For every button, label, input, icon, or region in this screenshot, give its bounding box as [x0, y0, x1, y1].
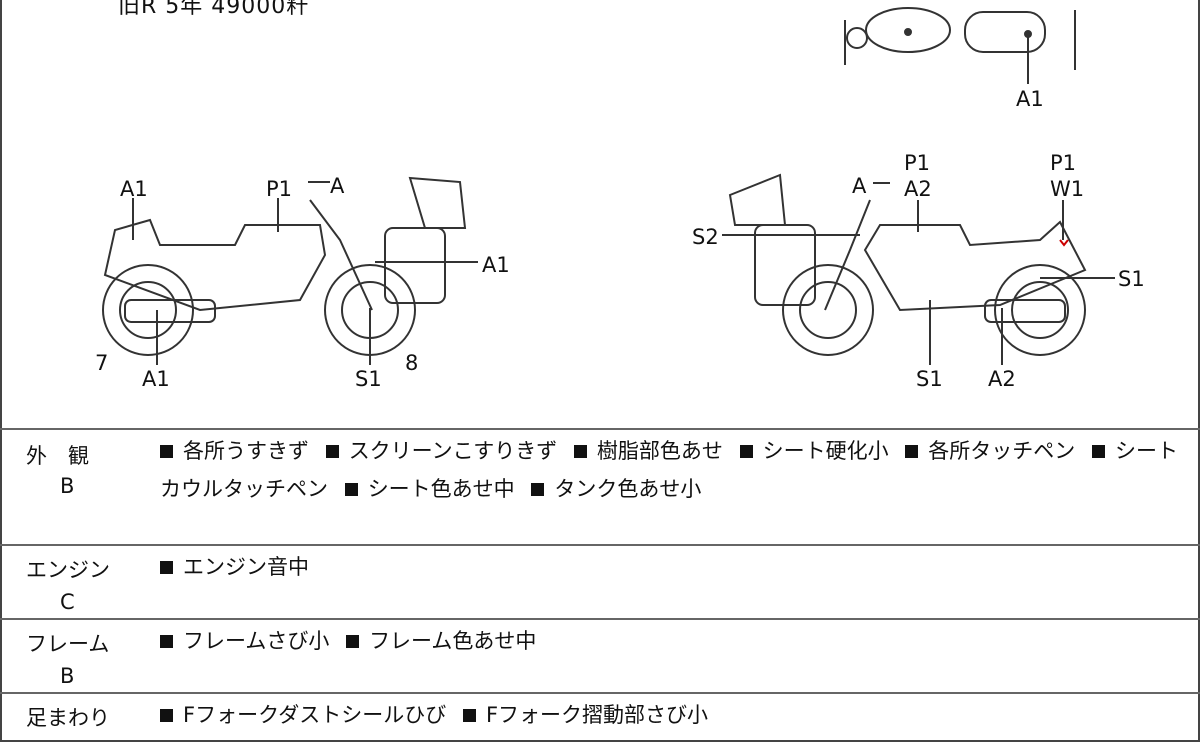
section-items: Fフォークダストシールひび Fフォーク摺動部さび小: [160, 696, 1190, 734]
damage-diagram: A1 A1 P1 A A1 A1 S1 7 8 P1 A2 A P1 W1 S2…: [95, 7, 1145, 391]
bullet-square-icon: [346, 634, 360, 648]
section-grade: C: [60, 590, 75, 614]
right-view-motorcycle: [722, 173, 1115, 365]
right-muffler-label: A2: [988, 367, 1016, 391]
item-text: カウルタッチペン: [160, 477, 328, 501]
vehicle-summary: 旧R 5年 49000粁: [118, 0, 310, 19]
section-title: 外 観: [26, 444, 89, 468]
item-text: 各所うすきず: [183, 439, 309, 463]
left-rear-fender-label: A1: [120, 177, 148, 201]
section-exterior: 外 観 B 各所うすきず スクリーンこすりきず 樹脂部色あせ シート硬化小 各所…: [0, 428, 1200, 546]
bullet-square-icon: [160, 634, 173, 648]
section-title: フレーム: [26, 632, 110, 656]
section-title: 足まわり: [26, 706, 110, 730]
section-items: 各所うすきず スクリーンこすりきず 樹脂部色あせ シート硬化小 各所タッチペン …: [160, 432, 1190, 508]
top-view-label: A1: [1016, 87, 1044, 111]
left-number-7: 7: [95, 351, 109, 375]
section-grade: B: [60, 474, 75, 498]
bullet-square-icon: [531, 482, 545, 496]
bullet-square-icon: [160, 708, 173, 722]
bullet-square-icon: [160, 444, 173, 458]
right-saddlebag-label: S2: [692, 225, 719, 249]
section-items: エンジン音中: [160, 548, 1190, 586]
bullet-square-icon: [1091, 444, 1105, 458]
right-side-w-label: W1: [1050, 177, 1085, 201]
item-text: フレームさび小: [183, 629, 330, 653]
item-text: シート: [1114, 439, 1178, 463]
item-text: シート色あせ中: [367, 477, 515, 501]
left-front-wheel-label: S1: [355, 367, 382, 391]
section-engine: エンジン C エンジン音中: [0, 544, 1200, 620]
section-items: フレームさび小 フレーム色あせ中: [160, 622, 1190, 660]
bullet-square-icon: [462, 708, 476, 722]
item-text: シート硬化小: [762, 439, 889, 463]
item-text: Fフォークダストシールひび: [183, 703, 447, 727]
item-text: タンク色あせ小: [554, 477, 702, 501]
item-text: 各所タッチペン: [928, 439, 1076, 463]
left-view-motorcycle: [102, 176, 478, 365]
item-text: エンジン音中: [183, 555, 309, 579]
right-side-p-label: P1: [1050, 151, 1077, 175]
bullet-square-icon: [160, 560, 173, 574]
item-text: Fフォーク摺動部さび小: [485, 703, 709, 727]
left-front-fender-label: A1: [482, 253, 510, 277]
bullet-square-icon: [739, 444, 753, 458]
section-frame: フレーム B フレームさび小 フレーム色あせ中: [0, 618, 1200, 694]
bullet-square-icon: [344, 482, 358, 496]
section-suspension: 足まわり Fフォークダストシールひび Fフォーク摺動部さび小: [0, 692, 1200, 734]
right-tank-p-label: P1: [904, 151, 931, 175]
item-text: 樹脂部色あせ: [596, 439, 723, 463]
right-mirror-label: A: [852, 174, 867, 198]
right-engine-label: S1: [916, 367, 943, 391]
right-rear-wheel-label: S1: [1118, 267, 1145, 291]
left-number-8: 8: [405, 351, 419, 375]
left-mirror-label: A: [330, 174, 345, 198]
left-tank-label: P1: [266, 177, 293, 201]
left-muffler-label: A1: [142, 367, 170, 391]
top-view-motorcycle: [844, 7, 1076, 84]
item-text: フレーム色あせ中: [369, 629, 537, 653]
section-title: エンジン: [26, 558, 110, 582]
motorcycle-drawings: [102, 7, 1115, 365]
bullet-square-icon: [325, 444, 339, 458]
right-tank-a-label: A2: [904, 177, 932, 201]
section-grade: B: [60, 664, 75, 688]
bullet-square-icon: [905, 444, 919, 458]
bullet-square-icon: [573, 444, 587, 458]
item-text: スクリーンこすりきず: [348, 439, 558, 463]
